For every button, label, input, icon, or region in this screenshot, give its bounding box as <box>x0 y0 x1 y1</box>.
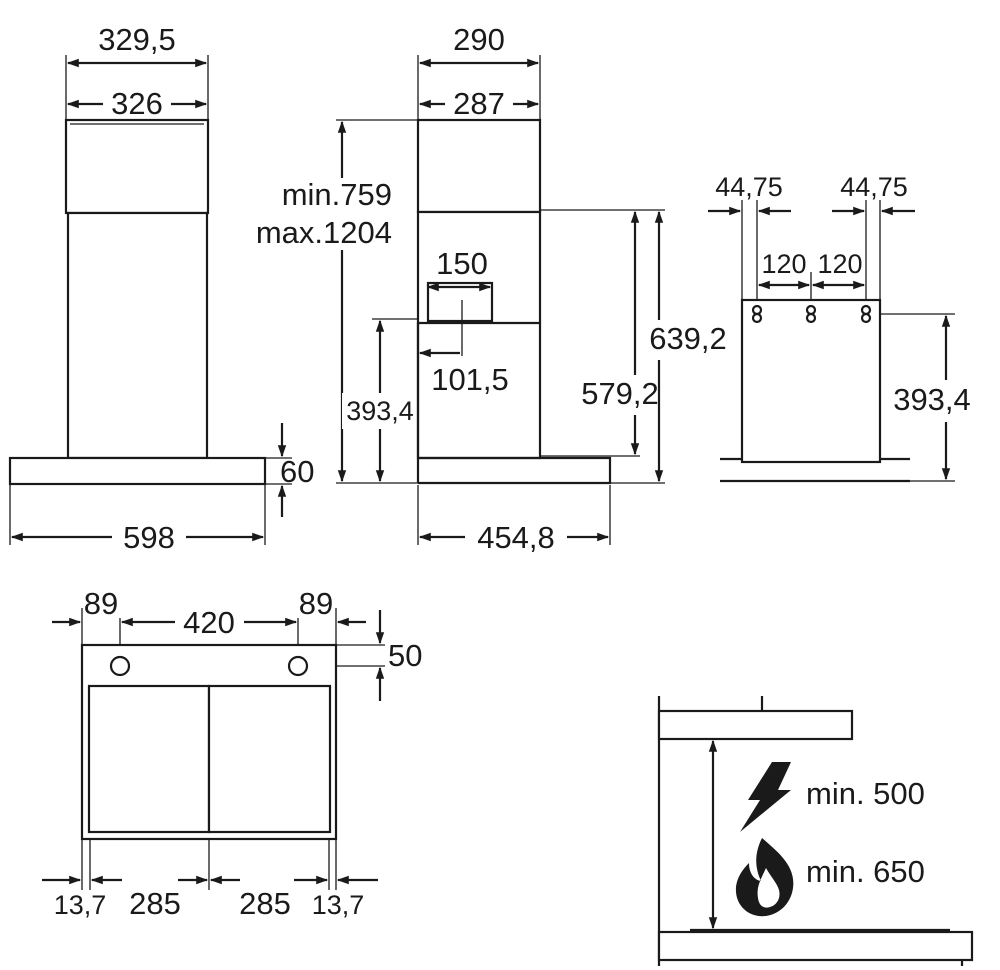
front-canopy-height-label: 60 <box>280 454 314 489</box>
front-canopy-width-label: 598 <box>123 520 175 555</box>
top-hole-right <box>287 655 309 677</box>
bracket-hole-mid-top <box>805 304 817 316</box>
top-right-margin-label: 89 <box>299 586 333 621</box>
bracket-spacing-left-label: 120 <box>761 249 806 279</box>
side-639-label: 639,2 <box>649 321 727 356</box>
lightning-bolt-icon <box>740 762 791 832</box>
top-filter-left-label: 285 <box>129 886 181 921</box>
top-hole-spacing-label: 420 <box>183 605 235 640</box>
side-cabinet <box>416 321 540 458</box>
bracket-view: 44,75 44,75 120 120 393,4 <box>708 172 980 483</box>
bracket-hole-right <box>860 304 872 324</box>
clearance-hood <box>657 709 854 741</box>
front-chimney-upper <box>64 118 210 215</box>
side-view: 290 287 min.759 max.1204 150 101,5 393,4… <box>242 22 736 555</box>
top-left-margin-label: 89 <box>84 586 118 621</box>
bracket-hole-mid-bottom <box>805 312 817 324</box>
front-chimney-inner-label: 326 <box>111 86 163 121</box>
bracket-spacing-right-label: 120 <box>817 249 862 279</box>
side-outlet-offset-label: 101,5 <box>431 362 509 397</box>
top-view: 89 420 89 50 13,7 285 285 13,7 <box>42 586 422 921</box>
side-lower-height-label: 393,4 <box>346 396 414 426</box>
side-639-label-bg <box>640 320 736 360</box>
grease-filter-left <box>87 684 211 834</box>
clearance-gas-label: min. 650 <box>806 854 925 889</box>
clearance-hob <box>657 930 974 962</box>
bracket-hole-right-top <box>860 304 872 316</box>
side-height-min-label: min.759 <box>282 177 392 212</box>
bracket-body <box>740 298 882 464</box>
side-chimney-inner-label: 287 <box>453 86 505 121</box>
flame-icon <box>735 838 794 917</box>
bracket-hole-right-bottom <box>860 312 872 324</box>
bracket-left-offset-label: 44,75 <box>715 172 783 202</box>
side-chimney-lower <box>416 210 542 460</box>
side-chimney-upper <box>416 118 542 214</box>
top-edge-left-label: 13,7 <box>54 890 107 920</box>
side-outlet-width-label: 150 <box>436 246 488 281</box>
front-canopy <box>8 456 267 486</box>
side-height-label-bg <box>242 178 392 250</box>
side-canopy-depth-label: 454,8 <box>477 520 555 555</box>
bracket-hole-mid <box>805 304 817 324</box>
bracket-hole-left-bottom <box>751 312 763 324</box>
clearance-electric-label: min. 500 <box>806 776 925 811</box>
bracket-height-label-bg <box>884 380 980 422</box>
front-view: 329,5 326 598 60 <box>8 22 314 555</box>
front-chimney-lower <box>66 211 209 460</box>
bracket-hole-left <box>751 304 763 324</box>
side-579-label-bg <box>568 375 668 415</box>
side-outlet <box>426 281 494 323</box>
top-hole-offset-label: 50 <box>388 638 422 673</box>
side-height-max-label: max.1204 <box>256 215 392 250</box>
bracket-right-offset-label: 44,75 <box>840 172 908 202</box>
bracket-hole-left-top <box>751 304 763 316</box>
side-canopy <box>418 456 612 485</box>
front-chimney-outer-label: 329,5 <box>98 22 176 57</box>
bracket-height-label: 393,4 <box>893 382 971 417</box>
side-lower-height-label-bg <box>342 393 416 429</box>
top-hole-left <box>109 655 131 677</box>
grease-filter-right <box>207 684 332 834</box>
top-filter-right-label: 285 <box>239 886 291 921</box>
side-579-label: 579,2 <box>581 376 659 411</box>
clearance-view: min. 500 min. 650 <box>657 696 974 966</box>
side-chimney-outer-label: 290 <box>453 22 505 57</box>
top-edge-right-label: 13,7 <box>312 890 365 920</box>
